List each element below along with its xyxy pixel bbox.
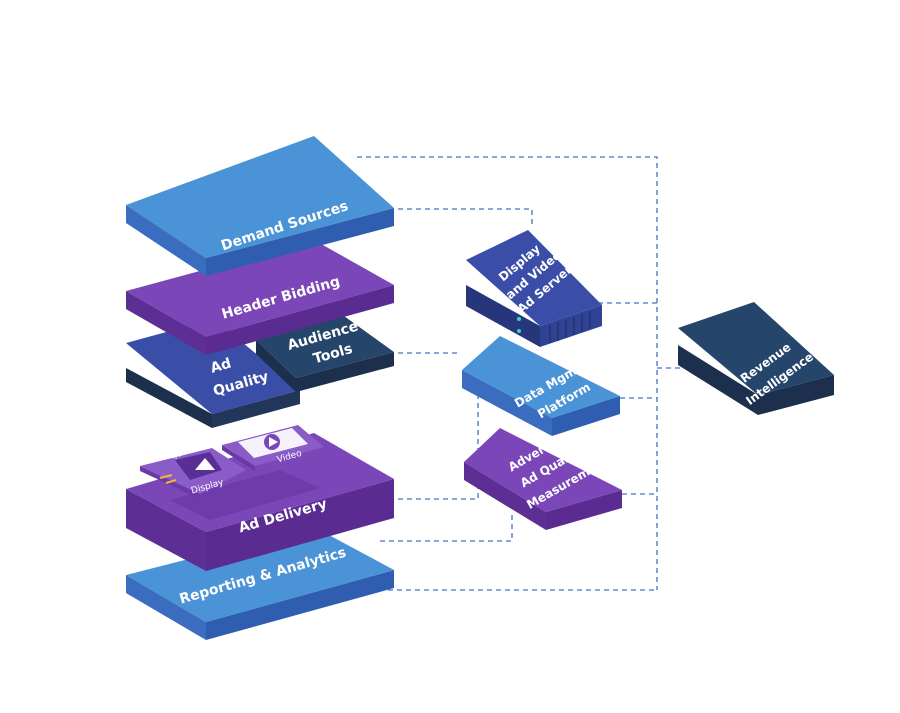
ad-quality-front [212, 390, 300, 428]
connector-lines [357, 156, 690, 591]
demand-sources-front [206, 208, 394, 276]
header-bidding-front [206, 285, 394, 355]
reporting-layer[interactable]: Reporting & Analytics [126, 527, 394, 640]
demand-sources-layer[interactable]: Demand Sources [126, 136, 394, 276]
display-image-icon [195, 458, 215, 470]
data-platform-top [462, 336, 620, 418]
data-platform-side [462, 370, 552, 436]
demand-sources-top [126, 136, 394, 258]
advertiser-quality-front [546, 490, 622, 530]
video-card[interactable]: Video [222, 425, 324, 471]
audience-tools-front [296, 352, 394, 392]
reporting-top [126, 527, 394, 622]
revenue-front [758, 375, 834, 415]
play-icon [269, 437, 278, 447]
reporting-front [206, 570, 394, 640]
revenue-side [678, 345, 758, 415]
ad-quality-side [126, 368, 212, 428]
header-bidding-side [126, 291, 206, 355]
ad-quality-label-line1: Ad [209, 356, 233, 377]
audience-tools-side [256, 340, 296, 392]
server-led-icon [517, 329, 521, 333]
connector-addelivery-dmp [398, 388, 479, 500]
display-card[interactable]: </> Display [140, 448, 246, 499]
ad-servers-front [540, 305, 602, 347]
server-vents [549, 311, 591, 343]
ad-servers-side [466, 285, 540, 347]
reporting-side [126, 575, 206, 640]
header-bidding-top [126, 240, 394, 337]
ad-delivery-side [126, 489, 206, 571]
ad-delivery-recess [170, 470, 320, 520]
ad-delivery-layer[interactable]: Ad Delivery [126, 433, 394, 571]
data-platform-front [552, 396, 620, 436]
revenue-top [678, 302, 834, 395]
revenue-intelligence-block[interactable]: Revenue Intelligence [678, 302, 834, 415]
video-card-side [222, 445, 255, 471]
ad-servers-top [466, 230, 602, 326]
display-lines-icon [159, 474, 177, 484]
data-platform-block[interactable]: Data Mgmt. Platform [462, 336, 620, 436]
ad-delivery-front [206, 479, 394, 571]
server-led-icon [517, 317, 521, 321]
ad-quality-block[interactable]: Ad Quality [126, 319, 300, 428]
connector-demand-adservers [398, 208, 533, 225]
header-bidding-layer[interactable]: Header Bidding [126, 240, 394, 355]
ad-servers-block[interactable]: Display and Video Ad Servers [466, 230, 602, 347]
connector-addelivery-advertiser [380, 512, 513, 542]
advertiser-quality-side [464, 462, 546, 530]
demand-sources-side [126, 205, 206, 276]
ad-quality-top [126, 319, 300, 414]
advertiser-quality-block[interactable]: Advertiser Ad Quality Measurement [464, 427, 622, 530]
advertiser-quality-top [464, 428, 622, 512]
connector-demand-main [357, 156, 658, 590]
display-code-icon: </> [167, 449, 187, 463]
